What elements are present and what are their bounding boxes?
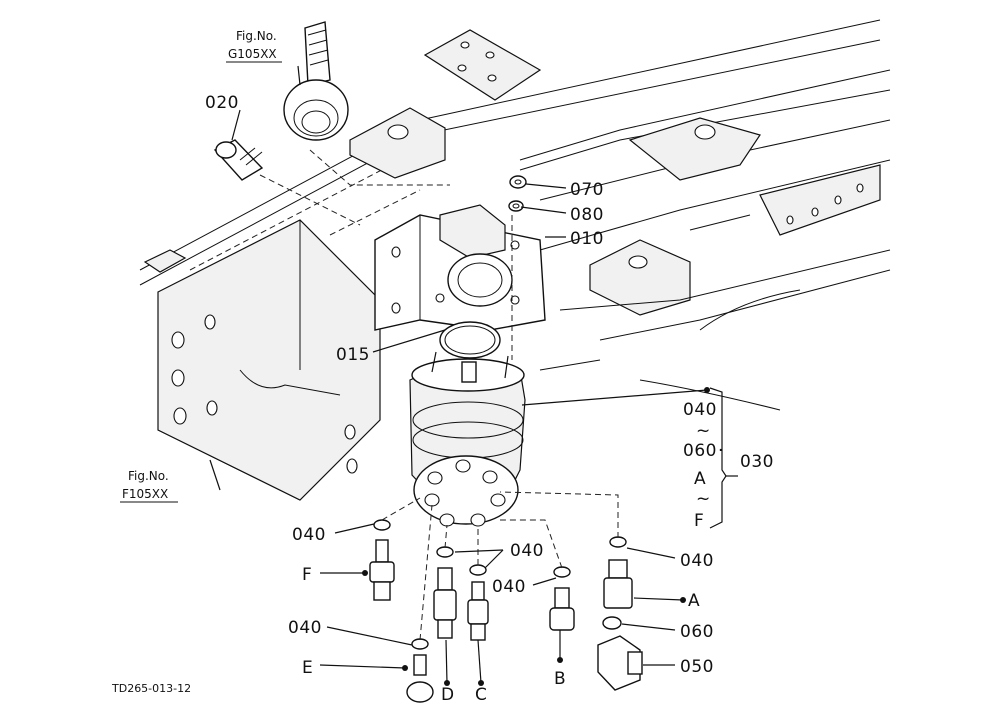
leader-dots xyxy=(362,387,710,686)
range-to: 060 xyxy=(683,441,717,461)
nut-070 xyxy=(509,175,527,189)
callout-015: 015 xyxy=(336,345,370,365)
callout-030: 030 xyxy=(740,452,774,472)
washer-080 xyxy=(508,200,524,212)
fig-ref-g-line2: G105XX xyxy=(228,47,277,61)
range-port-to: F xyxy=(694,511,704,531)
port-label-B: B xyxy=(554,669,566,689)
callout-040-low: 040 xyxy=(288,618,322,638)
port-label-D: D xyxy=(441,685,455,705)
fitting-D xyxy=(433,524,457,639)
elbow-050 xyxy=(597,635,643,691)
fitting-F xyxy=(369,497,421,601)
oring-015 xyxy=(439,321,501,359)
fig-ref-f-line1: Fig.No. xyxy=(128,469,169,483)
range-port-from: A xyxy=(694,469,706,489)
fig-ref-f-line2: F105XX xyxy=(122,487,168,501)
callout-070: 070 xyxy=(570,180,604,200)
callout-040-mid: 040 xyxy=(492,577,526,597)
fitting-A xyxy=(499,491,633,609)
range-tilde-1: ~ xyxy=(696,421,711,441)
callout-080: 080 xyxy=(570,205,604,225)
frame-chassis xyxy=(139,19,891,501)
port-label-A: A xyxy=(688,591,700,611)
steering-unit-030 xyxy=(409,351,526,527)
fitting-B xyxy=(500,519,575,631)
range-dot: · xyxy=(718,441,724,461)
fig-ref-f105xx: Fig.No. F105XX xyxy=(120,469,178,503)
callout-020: 020 xyxy=(205,93,239,113)
range-tilde-2: ~ xyxy=(696,489,711,509)
callout-050: 050 xyxy=(680,657,714,677)
leader-lines xyxy=(209,65,738,684)
fitting-C xyxy=(467,525,489,641)
port-label-E: E xyxy=(302,658,313,678)
fig-ref-g105xx: Fig.No. G105XX xyxy=(226,29,282,63)
seal-060 xyxy=(602,616,622,630)
callout-040-right: 040 xyxy=(680,551,714,571)
port-label-F: F xyxy=(302,565,312,585)
port-label-C: C xyxy=(475,685,487,705)
fitting-E xyxy=(406,504,434,703)
figure-code: TD265-013-12 xyxy=(111,682,191,695)
callout-040-center: 040 xyxy=(510,541,544,561)
range-from: 040 xyxy=(683,400,717,420)
callout-060: 060 xyxy=(680,622,714,642)
fig-ref-g-line1: Fig.No. xyxy=(236,29,277,43)
steering-shaft xyxy=(283,21,450,186)
fitting-020 xyxy=(213,139,361,226)
bracket-010 xyxy=(374,204,546,331)
callout-010: 010 xyxy=(570,229,604,249)
callout-040-left: 040 xyxy=(292,525,326,545)
